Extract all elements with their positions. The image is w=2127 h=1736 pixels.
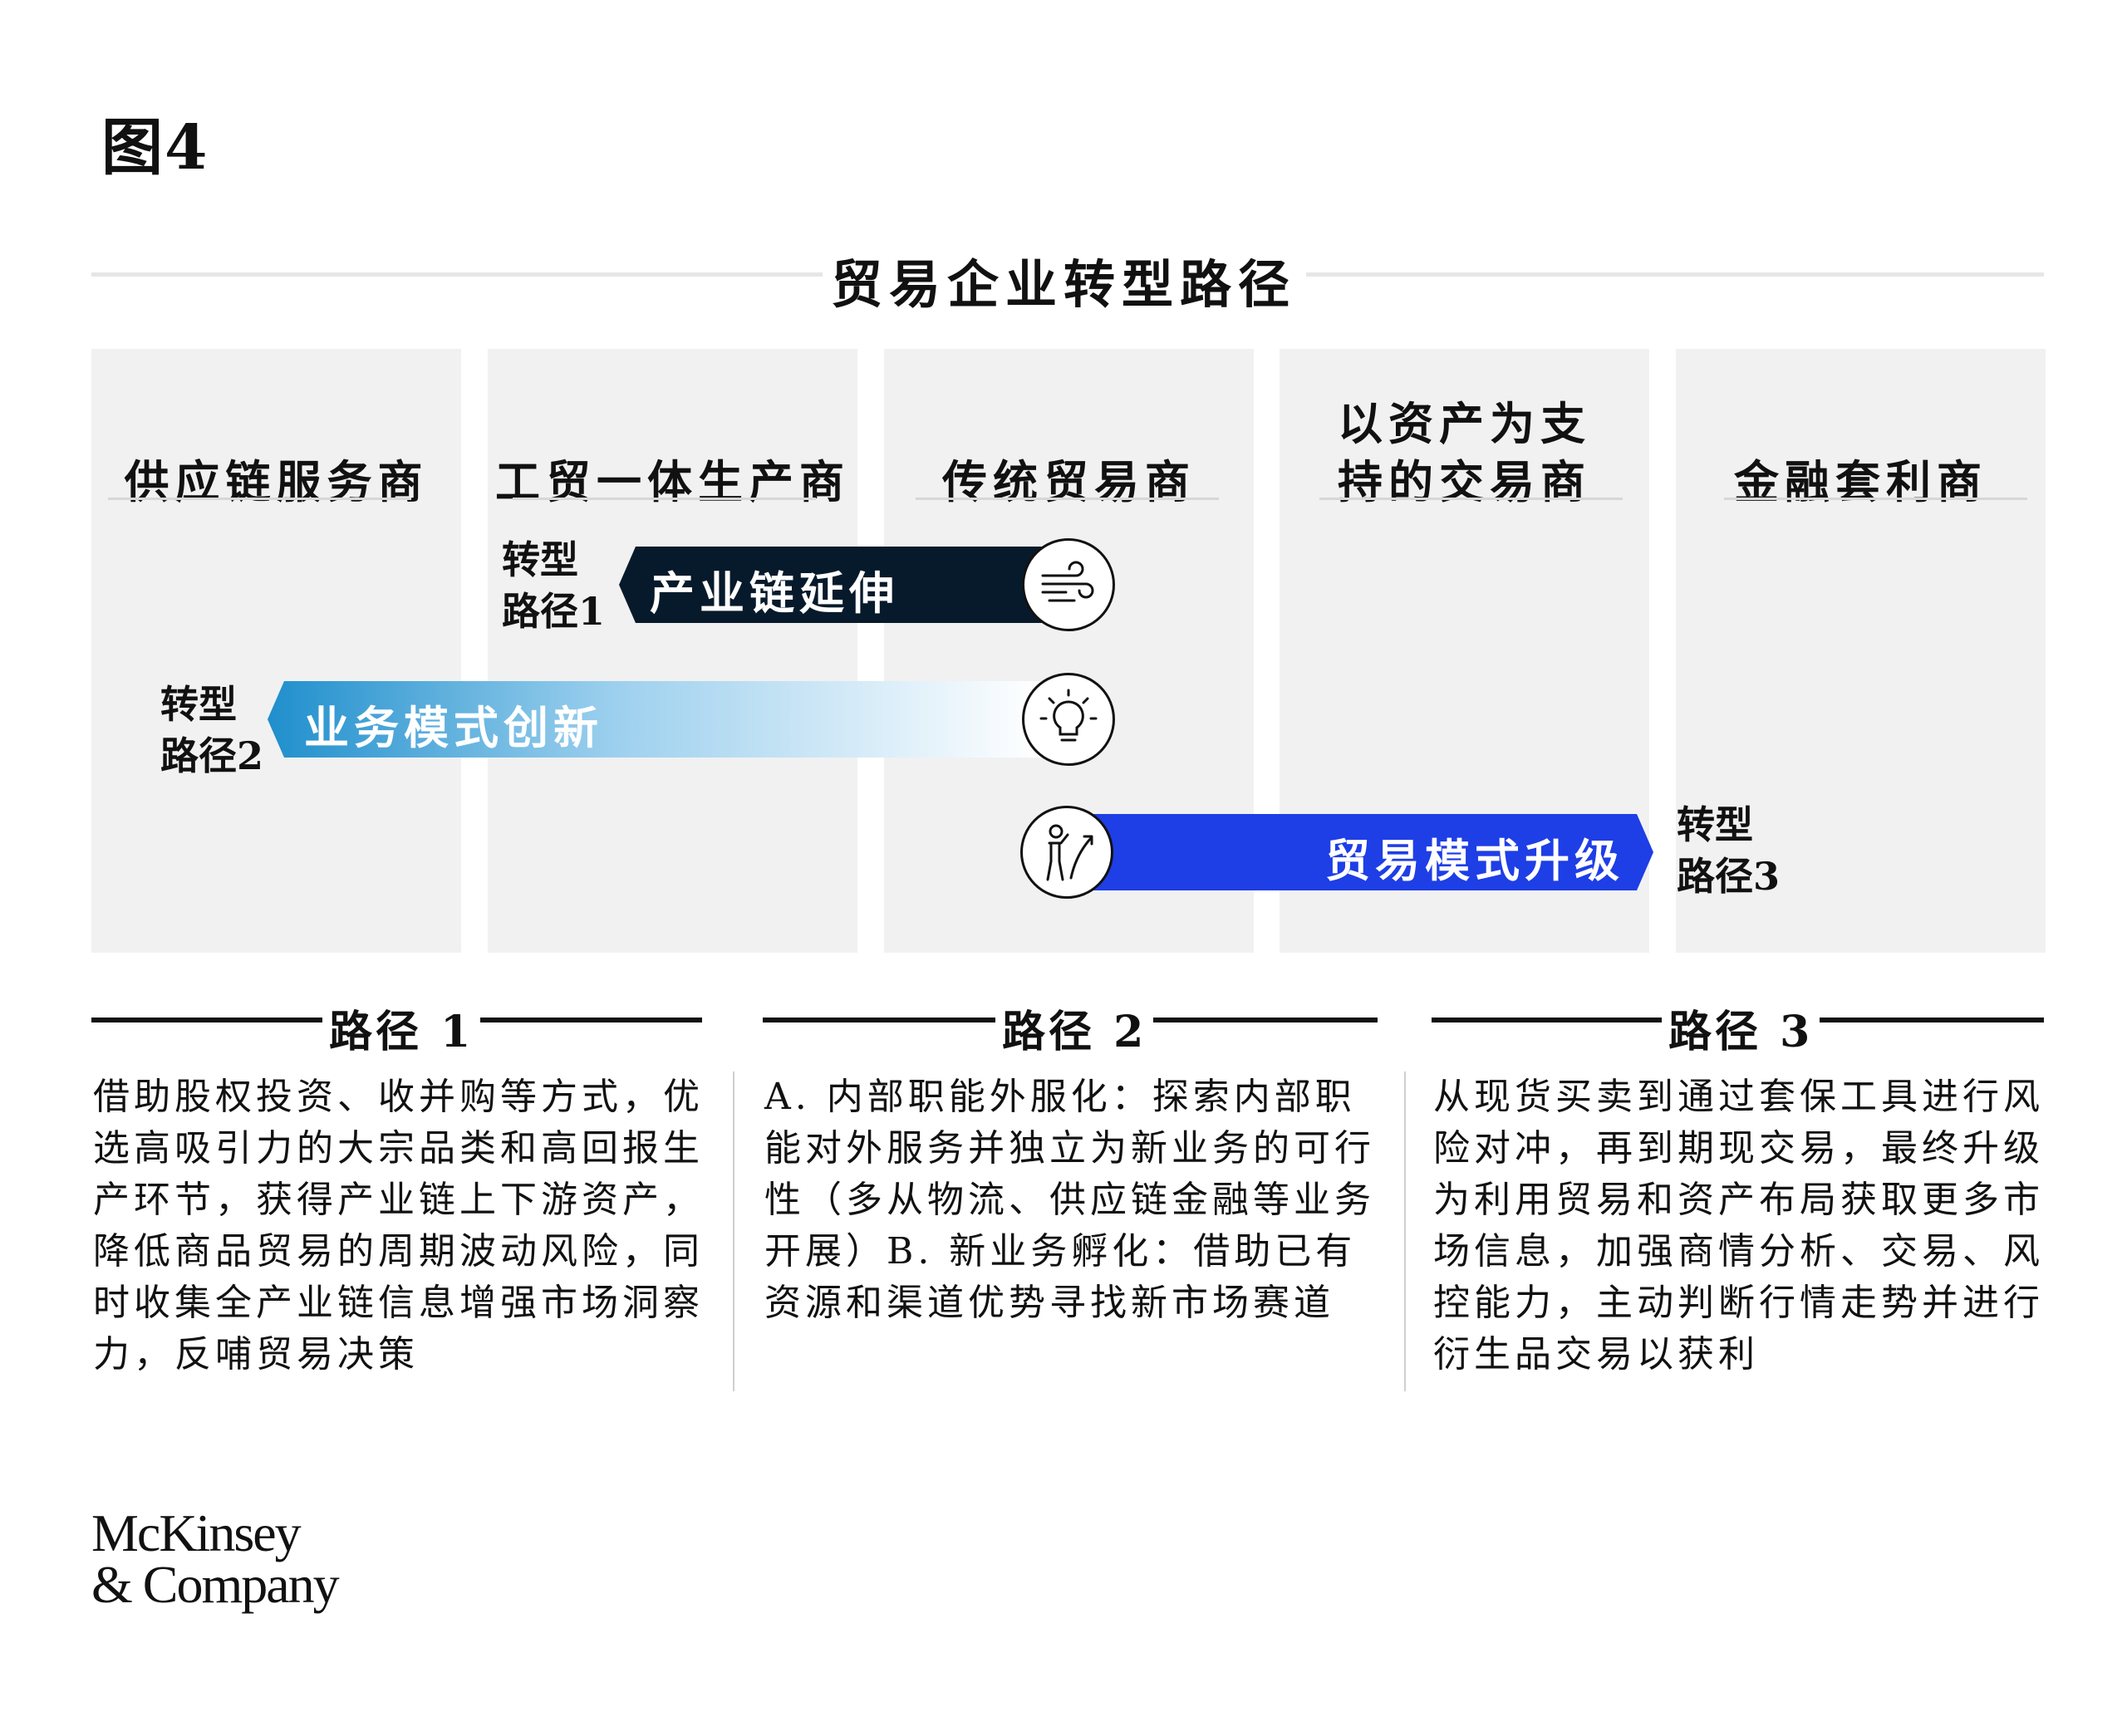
path-3-tag: 转型 路径3 (1677, 802, 1781, 899)
path-1-tag: 转型 路径1 (502, 537, 606, 634)
column-rule (108, 498, 411, 500)
column-industry-trade-producer: 工贸一体生产商 (488, 349, 857, 953)
column-rule (1724, 498, 2027, 500)
column-label: 供应链服务商 (124, 455, 429, 508)
wind-icon (1022, 538, 1115, 631)
column-rule (513, 498, 816, 500)
diagram-title: 贸易企业转型路径 (830, 254, 1296, 315)
column-rule (1319, 498, 1623, 500)
section-2-title: 路径 2 (995, 997, 1154, 1059)
section-divider (733, 1072, 734, 1391)
path-1-arrow (619, 547, 1059, 623)
section-2-text: A. 内部职能外服化：探索内部职能对外服务并独立为新业务的可行性（多从物流、供应… (764, 1076, 1375, 1324)
column-label: 工贸一体生产商 (495, 455, 850, 508)
title-rule-right (1306, 272, 2044, 277)
path-2-arrow (268, 681, 1040, 758)
section-divider (1404, 1072, 1406, 1391)
section-3-text: 从现货买卖到通过套保工具进行风险对冲，再到期现交易，最终升级为利用贸易和资产布局… (1433, 1076, 2044, 1376)
section-1-text: 借助股权投资、收并购等方式，优选高吸引力的大宗品类和高回报生产环节，获得产业链上… (93, 1076, 704, 1376)
column-supply-chain-service: 供应链服务商 (91, 349, 461, 953)
path-3-label: 贸易模式升级 (1325, 834, 1624, 887)
path-3-arrow (1064, 814, 1653, 890)
path-1-label: 产业链延伸 (650, 566, 899, 620)
section-3-title: 路径 3 (1662, 997, 1820, 1059)
mckinsey-logo: McKinsey & Company (91, 1503, 340, 1614)
column-label: 金融套利商 (1734, 455, 1987, 508)
lightbulb-icon (1022, 673, 1115, 766)
figure-label: 图4 (101, 112, 209, 184)
path-2-label: 业务模式创新 (304, 701, 603, 754)
column-label: 以资产为支 持的交易商 (1338, 397, 1591, 508)
section-1-title: 路径 1 (322, 997, 481, 1059)
growth-person-icon (1020, 806, 1113, 899)
title-rule-left (91, 272, 823, 277)
column-rule (916, 498, 1219, 500)
path-2-tag: 转型 路径2 (160, 682, 264, 778)
column-financial-arbitrageur: 金融套利商 (1676, 349, 2046, 953)
column-label: 传统贸易商 (942, 455, 1196, 508)
